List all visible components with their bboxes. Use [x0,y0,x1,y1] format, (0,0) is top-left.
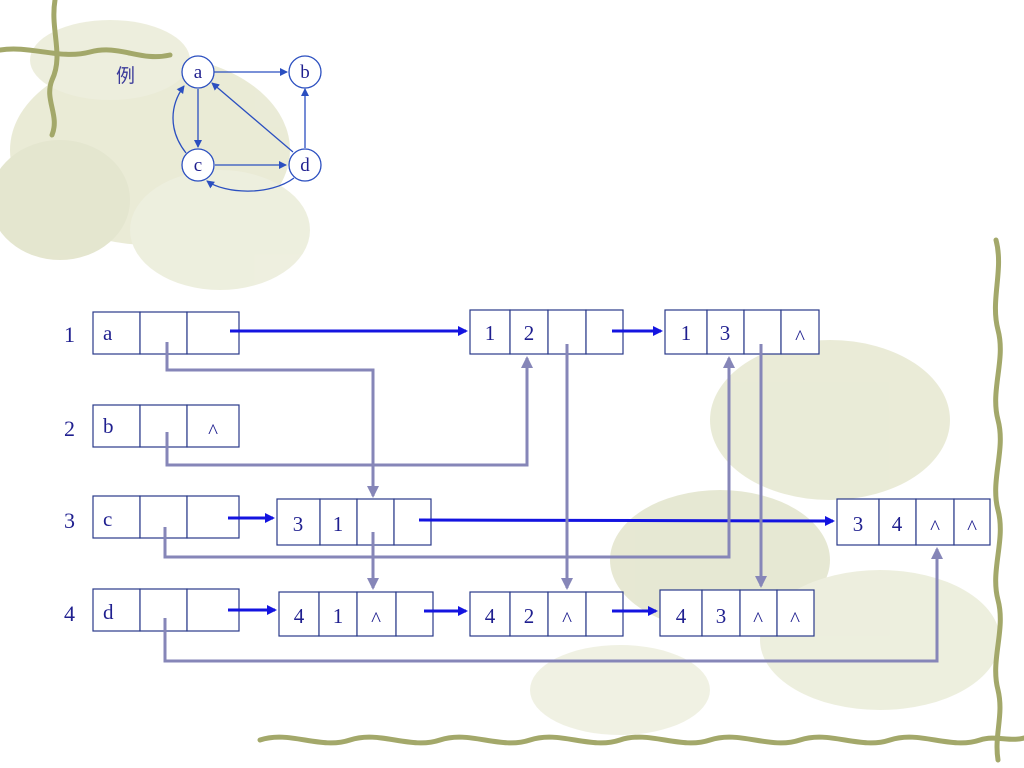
head-link-arrow-row3 [163,356,735,559]
head-link-arrow-row2 [165,356,533,467]
arc-tlink-cell [393,498,432,546]
arc-tailvex-cell [276,498,321,546]
head-link-arrow-row4 [163,547,943,663]
arc-tlink-cell [953,498,991,546]
arc-tlink-value: ^ [967,515,977,539]
graph-node-c: c [181,148,215,182]
vertex-data-cell [92,588,141,632]
arc-hlink-cell [356,498,395,546]
vertex-row-4: 4 d [64,588,240,632]
arc-hlink-cell [915,498,955,546]
arc-tailvex-cell [664,309,708,355]
arc-tailvex-value: 4 [485,604,496,628]
arc-tailvex-cell [278,591,320,637]
vertex-data-cell [92,404,141,448]
arc-tailvex-value: 4 [676,604,687,628]
arc-headvex-value: 4 [892,512,903,536]
graph-node-d-label: d [300,155,310,176]
vertex-data-cell [92,495,141,539]
vertex-data-value: b [103,414,114,438]
vertex-index: 2 [64,416,75,441]
graph-node-d: d [288,148,322,182]
arc-hlink-value: ^ [753,607,763,631]
arc-tlink-cell [585,591,624,637]
arc-node-4-2: 4 2 ^ [469,591,624,637]
vertex-data-value: a [103,321,113,345]
graph-node-a-label: a [194,62,203,83]
tail-link-arrows [228,326,835,616]
arc-headvex-value: 3 [716,604,727,628]
vertex-row-1: 1 a [64,311,240,355]
arc-tailvex-value: 3 [293,512,304,536]
arc-headvex-cell [509,309,549,355]
arc-node-3-4: 3 4 ^ ^ [836,498,991,546]
vertex-firstout-cell [186,311,240,355]
arc-headvex-value: 3 [720,321,731,345]
arc-headvex-value: 2 [524,321,535,345]
arc-tlink-cell [395,591,434,637]
vertex-data-value: d [103,600,114,624]
arc-tailvex-cell [836,498,880,546]
vertex-firstout-value: ^ [208,419,218,443]
arc-headvex-cell [706,309,745,355]
vertex-row-3: 3 c [64,495,240,539]
arc-node-4-1: 4 1 ^ [278,591,434,637]
arc-node-1-3: 1 3 ^ [664,309,820,355]
arc-node-1-2: 1 2 [469,309,624,355]
vine-top [0,0,173,138]
arc-hlink-value: ^ [371,607,381,631]
arc-node-3-1: 3 1 [276,498,432,546]
vertex-firstout-cell [186,404,240,448]
vertex-data-value: c [103,507,112,531]
arc-headvex-cell [319,498,358,546]
head-link-arrow-row1 [165,342,379,498]
arc-tlink-value: ^ [790,607,800,631]
tail-link-arrow-arc31 [418,515,835,526]
arc-node-4-3: 4 3 ^ ^ [659,589,815,637]
vertex-index: 4 [64,601,75,626]
arc-hlink-value: ^ [562,607,572,631]
arc-headvex-value: 1 [333,512,344,536]
arc-headvex-cell [509,591,549,637]
vertex-data-cell [92,311,141,355]
arc-tlink-cell [776,589,815,637]
vertex-row-2: 2 b ^ [64,404,240,448]
arc-hlink-value: ^ [930,515,940,539]
arc-tailvex-cell [469,591,511,637]
graph-node-b: b [288,55,322,89]
vertex-index: 3 [64,508,75,533]
arc-tailvex-cell [469,309,511,355]
vine-right [992,237,1003,763]
foliage-top-left [0,20,310,290]
arc-tailvex-value: 1 [485,321,496,345]
orthogonal-list: 1 a 2 b ^ 3 c 4 d [64,309,991,663]
arc-tailvex-value: 3 [853,512,864,536]
arc-headvex-value: 2 [524,604,535,628]
vertex-firstin-cell [139,404,188,448]
arc-tailvex-value: 4 [294,604,305,628]
graph-edge-d-c [206,177,295,192]
arc-tailvex-value: 1 [681,321,692,345]
vertex-index: 1 [64,322,75,347]
graph-edge-c-a [172,85,187,154]
graph-node-b-label: b [300,62,310,83]
graph-node-a: a [181,55,215,89]
arc-tlink-value: ^ [795,325,805,349]
example-graph: 例 a b c d [116,55,322,192]
graph-edge-d-a [211,82,294,153]
arc-tlink-cell [780,309,820,355]
example-label: 例 [116,65,135,87]
graph-node-c-label: c [194,155,202,176]
arc-headvex-cell [701,589,741,637]
vertex-firstin-cell [139,311,188,355]
arc-headvex-value: 1 [333,604,344,628]
head-link-arrows [163,342,943,663]
vine-bottom [257,734,1024,746]
